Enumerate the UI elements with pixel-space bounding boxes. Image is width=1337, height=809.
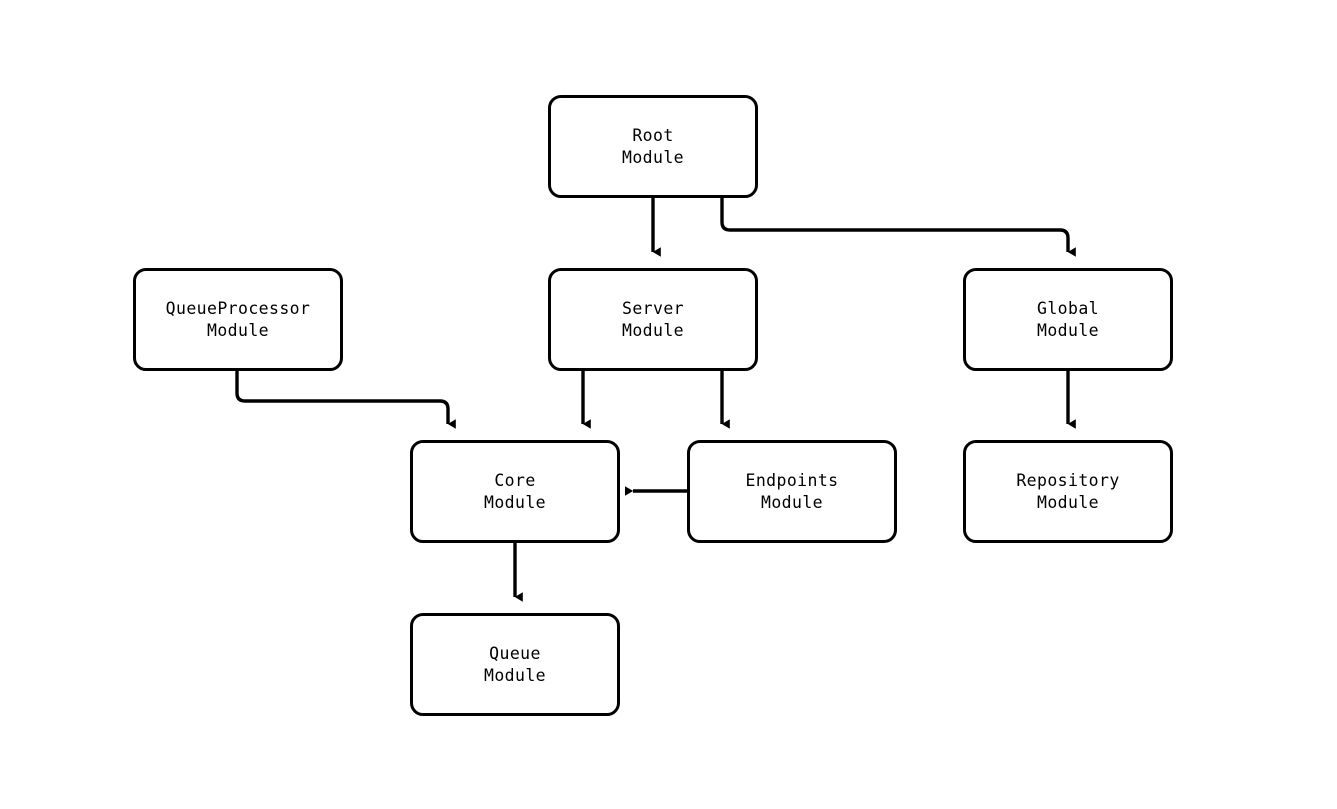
node-core-module[interactable]: Core Module <box>410 440 620 543</box>
node-global-module[interactable]: Global Module <box>963 268 1173 371</box>
node-server-module-label-line2: Module <box>621 320 684 340</box>
node-queueprocessor-module[interactable]: QueueProcessor Module <box>133 268 343 371</box>
node-global-module-label-line1: Global <box>1036 298 1099 318</box>
node-endpoints-module-label-line2: Module <box>760 492 823 512</box>
node-queueprocessor-module-label-line2: Module <box>206 320 269 340</box>
node-queue-module[interactable]: Queue Module <box>410 613 620 716</box>
node-repository-module[interactable]: Repository Module <box>963 440 1173 543</box>
node-server-module-label-line1: Server <box>621 298 684 318</box>
edge-queueprocessor-to-core <box>235 371 456 429</box>
node-root-module-label-line1: Root <box>632 125 674 145</box>
node-root-module-label-line2: Module <box>621 147 684 167</box>
node-endpoints-module-label-line1: Endpoints <box>745 470 839 490</box>
node-repository-module-label-line1: Repository <box>1016 470 1120 490</box>
edge-root-to-global <box>720 198 1076 257</box>
node-queueprocessor-module-label-line1: QueueProcessor <box>165 298 311 318</box>
node-server-module[interactable]: Server Module <box>548 268 758 371</box>
node-global-module-label-line2: Module <box>1036 320 1099 340</box>
node-core-module-label-line2: Module <box>483 492 546 512</box>
node-queue-module-label-line1: Queue <box>489 643 541 663</box>
node-repository-module-label-line2: Module <box>1036 492 1099 512</box>
node-queue-module-label-line2: Module <box>483 665 546 685</box>
node-endpoints-module[interactable]: Endpoints Module <box>687 440 897 543</box>
node-root-module[interactable]: Root Module <box>548 95 758 198</box>
node-core-module-label-line1: Core <box>494 470 536 490</box>
